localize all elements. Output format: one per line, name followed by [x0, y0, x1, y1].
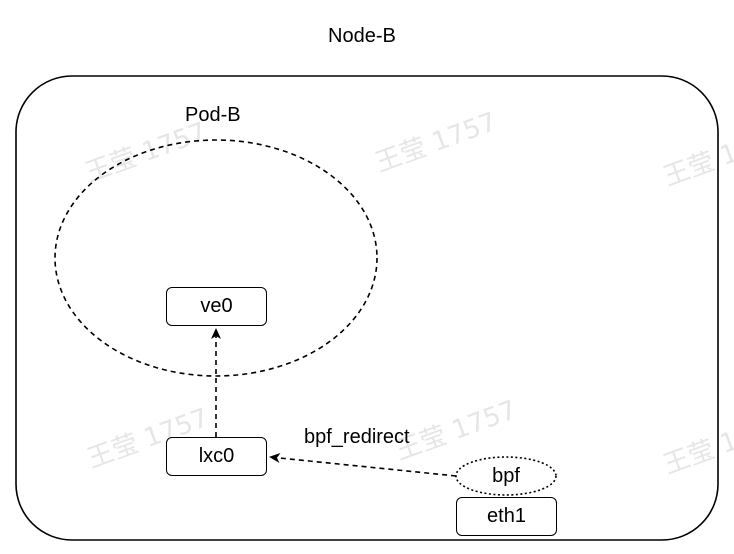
edge-label-bpf-redirect: bpf_redirect	[304, 426, 410, 448]
interface-lxc0-label: lxc0	[198, 445, 235, 467]
node-container	[15, 75, 719, 541]
bpf-program-text: bpf	[492, 464, 520, 487]
bpf-program-shape	[455, 456, 557, 496]
pod-boundary	[54, 139, 378, 377]
interface-ve0[interactable]: ve0	[166, 287, 267, 326]
interface-lxc0[interactable]: lxc0	[166, 437, 267, 476]
pod-title: Pod-B	[185, 104, 241, 126]
interface-eth1[interactable]: eth1	[456, 497, 557, 536]
interface-ve0-label: ve0	[200, 295, 233, 317]
bpf-program-label[interactable]: bpf	[456, 457, 556, 495]
edge-bpf-to-lxc0	[269, 453, 457, 477]
node-title: Node-B	[328, 25, 396, 47]
interface-eth1-label: eth1	[487, 505, 526, 527]
